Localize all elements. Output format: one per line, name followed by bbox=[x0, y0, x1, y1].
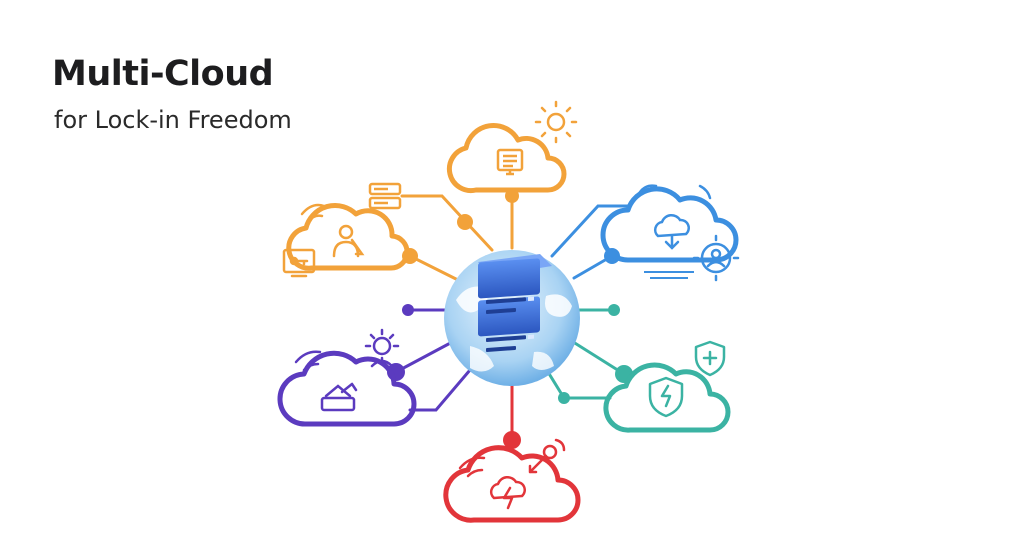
shield-bolt-icon bbox=[648, 376, 684, 418]
page-subtitle: for Lock-in Freedom bbox=[54, 106, 292, 134]
signal-waves-icon-blue bbox=[638, 184, 712, 200]
connector-dot bbox=[402, 304, 414, 316]
tree-cloud-icon bbox=[653, 213, 690, 250]
sun-icon bbox=[534, 100, 578, 144]
connector-dot bbox=[503, 431, 521, 449]
cloud-bottom-red bbox=[443, 445, 581, 523]
connector-right-teal-2 bbox=[568, 338, 626, 376]
storage-upload-icon bbox=[320, 382, 358, 412]
cloud-left-orange bbox=[286, 202, 410, 271]
arrow-target-icon bbox=[528, 438, 566, 474]
cloud-right-blue bbox=[600, 186, 739, 263]
connector-dot bbox=[558, 392, 570, 404]
lightning-cloud-icon bbox=[489, 475, 526, 510]
signal-waves-icon-purple bbox=[294, 350, 322, 372]
server-rack-center bbox=[478, 254, 552, 352]
signal-waves-icon-red bbox=[458, 456, 486, 478]
signal-waves-icon bbox=[300, 203, 326, 224]
page-title: Multi-Cloud bbox=[52, 54, 274, 94]
key-monitor-icon bbox=[282, 248, 316, 278]
connector-dot bbox=[457, 214, 473, 230]
connector-left-orange bbox=[400, 194, 494, 252]
gear-person-icon bbox=[364, 328, 400, 368]
connector-right-blue bbox=[550, 204, 630, 258]
shield-plus-icon bbox=[694, 340, 726, 377]
cloud-right-teal bbox=[603, 362, 731, 433]
connector-dot bbox=[608, 304, 620, 316]
baseline-lines bbox=[644, 271, 694, 279]
user-gear-icon bbox=[692, 234, 740, 282]
cloud-top-orange bbox=[446, 122, 567, 194]
user-cursor-icon bbox=[332, 224, 365, 258]
connector-left-orange-2 bbox=[408, 254, 460, 282]
cloud-left-purple bbox=[277, 350, 417, 427]
server-rack-icon bbox=[368, 182, 402, 210]
connector-right-teal-3 bbox=[546, 370, 612, 400]
connector-left-purple-3 bbox=[408, 368, 472, 412]
document-monitor-icon bbox=[496, 148, 524, 176]
connector-left-purple-2 bbox=[394, 338, 458, 374]
